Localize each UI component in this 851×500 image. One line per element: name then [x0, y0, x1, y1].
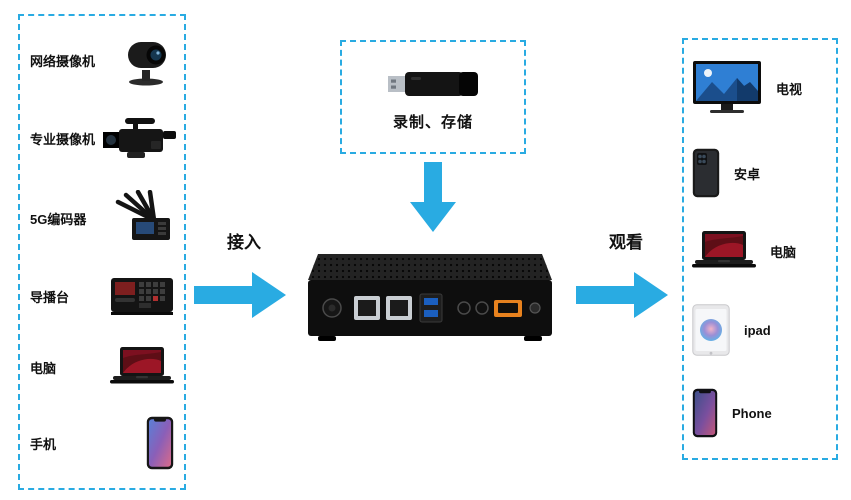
viewer-item-label: 安卓	[734, 166, 761, 182]
viewer-item-label: Phone	[732, 405, 772, 421]
lan-port-2	[386, 296, 412, 320]
output-arrow-label: 观看	[609, 233, 643, 252]
smartphone-icon	[146, 416, 174, 470]
source-item-label: 手机	[30, 436, 57, 452]
encoder-5g-icon	[112, 190, 174, 246]
storage-down-arrow-icon	[410, 162, 456, 237]
viewer-item-pc: 电脑	[692, 230, 828, 272]
source-item-network-camera: 网络摄像机	[30, 34, 174, 86]
laptop-icon	[692, 230, 756, 272]
power-jack	[322, 298, 342, 318]
storage-panel: 录制、存储	[340, 40, 526, 154]
iphone-icon	[692, 388, 718, 438]
source-item-phone: 手机	[30, 416, 174, 470]
laptop-icon	[110, 346, 174, 388]
storage-panel-label: 录制、存储	[392, 113, 473, 131]
output-arrow-icon	[576, 272, 668, 323]
video-switcher-icon	[110, 274, 174, 318]
viewers-panel: 电视 安卓	[682, 38, 838, 460]
ptz-camera-icon	[118, 34, 174, 86]
encoder-device	[298, 250, 560, 351]
tablet-icon	[692, 304, 730, 356]
source-item-label: 5G编码器	[30, 211, 87, 227]
source-item-switcher: 导播台	[30, 274, 174, 318]
audio-jack-2	[475, 301, 489, 315]
function-button	[529, 302, 541, 314]
usb-drive-icon	[385, 63, 481, 105]
camcorder-icon	[101, 114, 177, 162]
source-item-pc: 电脑	[30, 346, 174, 388]
viewer-item-iphone: Phone	[692, 388, 828, 438]
audio-jack-1	[457, 301, 471, 315]
hdmi-port	[494, 300, 522, 317]
android-phone-icon	[692, 148, 720, 198]
sources-panel: 网络摄像机 专业摄像机	[18, 14, 186, 490]
tv-icon	[692, 60, 762, 116]
source-item-5g-encoder: 5G编码器	[30, 190, 174, 246]
viewer-item-label: 电视	[776, 81, 803, 97]
input-arrow-label: 接入	[227, 233, 261, 252]
viewer-item-ipad: ipad	[692, 304, 828, 356]
viewer-item-tv: 电视	[692, 60, 828, 116]
source-item-label: 网络摄像机	[30, 53, 96, 69]
lan-port-1	[354, 296, 380, 320]
viewer-item-label: ipad	[744, 322, 771, 338]
usb-ports	[419, 293, 443, 323]
source-item-label: 专业摄像机	[30, 131, 96, 147]
input-arrow-icon	[194, 272, 286, 323]
viewer-item-label: 电脑	[770, 244, 797, 260]
source-item-label: 导播台	[30, 289, 70, 305]
source-item-label: 电脑	[30, 360, 57, 376]
viewer-item-android: 安卓	[692, 148, 828, 198]
source-item-pro-camcorder: 专业摄像机	[30, 114, 177, 162]
